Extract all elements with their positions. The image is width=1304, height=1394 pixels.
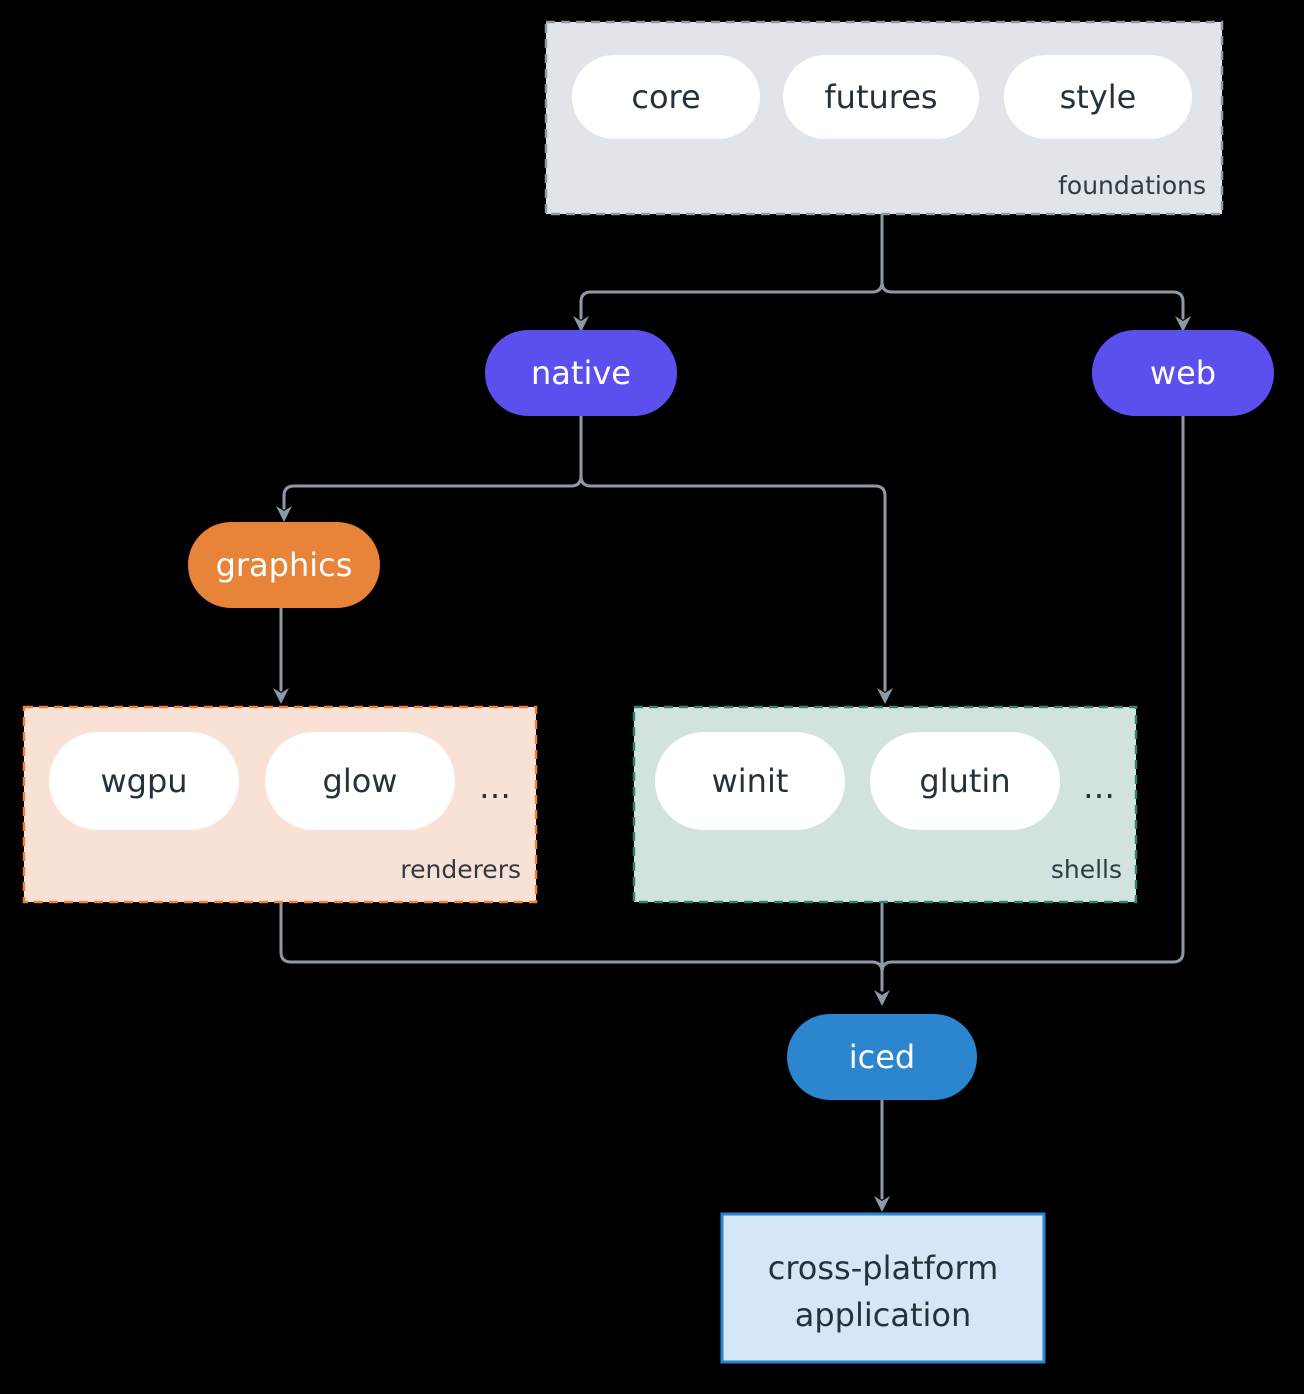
leaf-node-futures-shape <box>783 55 979 139</box>
leaf-node-glow-shape <box>265 732 455 830</box>
edge-native-to-graphics <box>282 414 583 510</box>
node-web-shape <box>1092 330 1274 416</box>
cluster-renderers: wgpu glow … renderers <box>22 705 538 904</box>
arrowhead-iced-to-application <box>874 1196 890 1212</box>
node-graphics-shape <box>188 522 380 608</box>
edge-web-to-iced <box>880 414 1185 992</box>
arrowhead-graphics-to-renderers <box>273 688 289 704</box>
node-graphics[interactable]: graphics <box>188 522 380 608</box>
node-cross-platform-application[interactable]: cross-platform application <box>720 1212 1046 1364</box>
node-native-shape <box>485 330 677 416</box>
leaf-node-style-shape <box>1004 55 1192 139</box>
leaf-node-winit[interactable]: winit <box>655 732 845 830</box>
node-iced-shape <box>787 1014 977 1100</box>
leaf-node-glutin-shape <box>870 732 1060 830</box>
node-native[interactable]: native <box>485 330 677 416</box>
leaf-node-futures[interactable]: futures <box>783 55 979 139</box>
edge-layer <box>273 212 1191 1212</box>
leaf-node-winit-shape <box>655 732 845 830</box>
cluster-foundations: core futures style foundations <box>544 20 1224 216</box>
arrowhead-foundations-to-native <box>573 316 589 332</box>
edge-foundations-to-native <box>579 212 884 320</box>
cluster-shells: winit glutin … shells <box>632 705 1138 904</box>
edge-foundations-to-web <box>880 212 1185 320</box>
arrowhead-native-to-graphics <box>276 506 292 522</box>
leaf-node-core[interactable]: core <box>572 55 760 139</box>
node-web[interactable]: web <box>1092 330 1274 416</box>
leaf-node-wgpu[interactable]: wgpu <box>49 732 239 830</box>
leaf-node-core-shape <box>572 55 760 139</box>
leaf-node-glutin[interactable]: glutin <box>870 732 1060 830</box>
leaf-node-glow[interactable]: glow <box>265 732 455 830</box>
edge-renderers-to-iced <box>279 900 884 992</box>
arrowhead-shells-to-iced <box>874 990 890 1006</box>
leaf-node-wgpu-shape <box>49 732 239 830</box>
leaf-node-style[interactable]: style <box>1004 55 1192 139</box>
arrowhead-foundations-to-web <box>1175 316 1191 332</box>
edge-native-to-shells <box>579 414 887 692</box>
arrowhead-native-to-shells <box>877 688 893 704</box>
node-iced[interactable]: iced <box>787 1014 977 1100</box>
node-cross-platform-application-shape <box>720 1212 1046 1364</box>
